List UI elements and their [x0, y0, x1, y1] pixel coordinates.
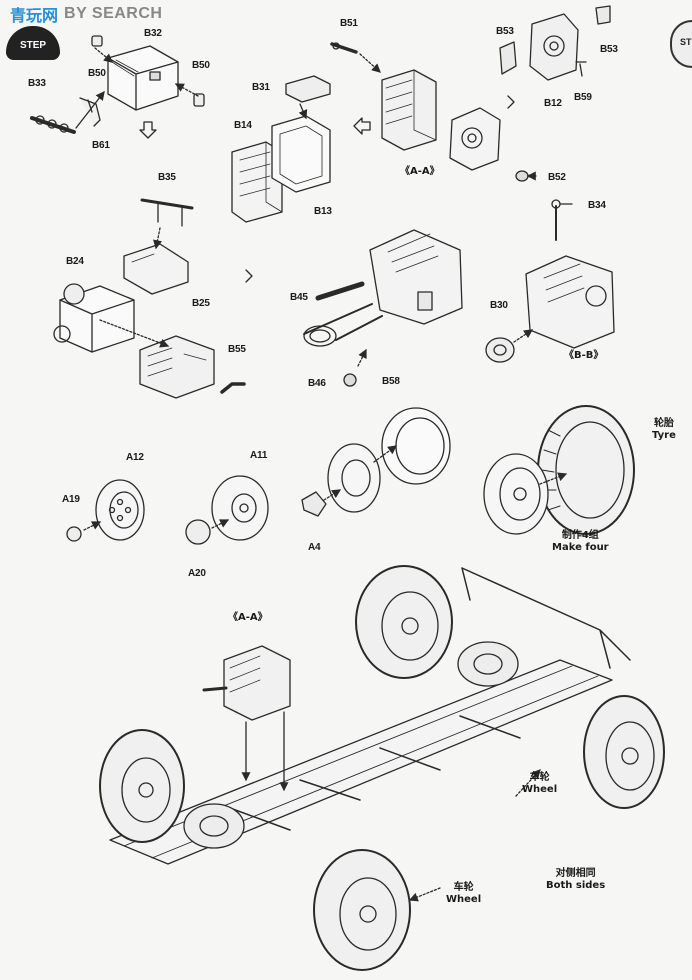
transfer-gear-b12: [529, 13, 579, 81]
wheel-front-right: [313, 849, 411, 971]
radiator-shroud-b13: [271, 115, 331, 193]
part-label-b12: B12: [544, 98, 562, 109]
part-label-b24: B24: [66, 256, 84, 267]
step-arrow-icon: [245, 269, 253, 283]
mount-bar-b35: [140, 198, 194, 227]
part-label-a12: A12: [126, 452, 144, 463]
part-label-b30: B30: [490, 300, 508, 311]
engine-a-a-install: [202, 645, 291, 721]
subassembly-label-a-a-install: 《A-A》: [228, 612, 268, 623]
step-arrow-left-icon: [353, 117, 371, 135]
wheel-hub-a12: [95, 479, 145, 541]
part-label-b50: B50: [192, 60, 210, 71]
bracket-b53: [499, 5, 611, 75]
drum-a11: [211, 475, 269, 541]
part-label-b32: B32: [144, 28, 162, 39]
part-label-a20: A20: [188, 568, 206, 579]
rear-axle-diff: [457, 641, 519, 687]
part-label-b35: B35: [158, 172, 176, 183]
rod-part-b33: [30, 115, 76, 134]
step-arrow-down-icon: [139, 121, 157, 139]
brake-drum-assembly: [327, 407, 451, 513]
pulley-b30: [485, 337, 515, 363]
subassembly-label-b-b: 《B-B》: [564, 350, 604, 361]
part-label-b53: B53: [600, 44, 618, 55]
block-b25: [139, 335, 215, 399]
part-label-a4: A4: [308, 542, 321, 553]
pipe-b55: [220, 382, 246, 394]
bracket-part-b61: [79, 97, 101, 127]
engine-b-b: [525, 205, 615, 349]
bolt-b59: [575, 61, 587, 77]
subassembly-label-a-a: 《A-A》: [400, 166, 440, 177]
part-label-b61: B61: [92, 140, 110, 151]
plug-b52: [515, 170, 529, 182]
part-label-a19: A19: [62, 494, 80, 505]
engine-block-a-a: [381, 69, 437, 151]
part-label-b52: B52: [548, 172, 566, 183]
drive-pin-b51: [330, 42, 358, 54]
cap-a20: [185, 519, 211, 545]
tyre-and-rim: [483, 405, 635, 535]
part-label-b14: B14: [234, 120, 252, 131]
radiator-core-b14: [231, 141, 283, 223]
wheel-front-left: [99, 729, 185, 843]
part-label-a11: A11: [250, 450, 268, 461]
dipstick-b34: [551, 199, 573, 209]
part-label-b33: B33: [28, 78, 46, 89]
part-label-b34: B34: [588, 200, 606, 211]
part-label-b13: B13: [314, 206, 332, 217]
oil-tank: [123, 243, 189, 295]
part-label-b59: B59: [574, 92, 592, 103]
part-label-b45: B45: [290, 292, 308, 303]
hub-cap-a19: [66, 526, 82, 542]
cap-part-b50: [91, 35, 205, 107]
part-label-b58: B58: [382, 376, 400, 387]
step-badge: STEP: [6, 26, 60, 60]
part-label-b50: B50: [88, 68, 106, 79]
pulley-b45: [315, 281, 365, 301]
part-label-b46: B46: [308, 378, 326, 389]
wheel-rear-left: [355, 565, 453, 679]
cover-part-b32: [107, 45, 179, 111]
watermark-text: BY SEARCH: [64, 5, 163, 22]
wheel-rear-right: [583, 695, 665, 809]
gearbox-housing: [449, 107, 501, 171]
watermark-logo: 青玩网: [10, 8, 59, 25]
front-axle-diff: [183, 803, 245, 849]
part-label-b55: B55: [228, 344, 246, 355]
part-label-b53: B53: [496, 26, 514, 37]
engine-assembly: [369, 229, 463, 325]
step-arrow-icon: [507, 95, 515, 109]
part-label-b25: B25: [192, 298, 210, 309]
watermark: 青玩网 BY SEARCH: [0, 0, 162, 28]
part-label-b31: B31: [252, 82, 270, 93]
bolt-b58: [343, 373, 357, 387]
fan-belt-b46: [303, 303, 383, 347]
tank-b24: [53, 283, 135, 353]
filler-cap-b31: [285, 75, 331, 103]
plate-a4: [301, 491, 327, 517]
part-label-b51: B51: [340, 18, 358, 29]
